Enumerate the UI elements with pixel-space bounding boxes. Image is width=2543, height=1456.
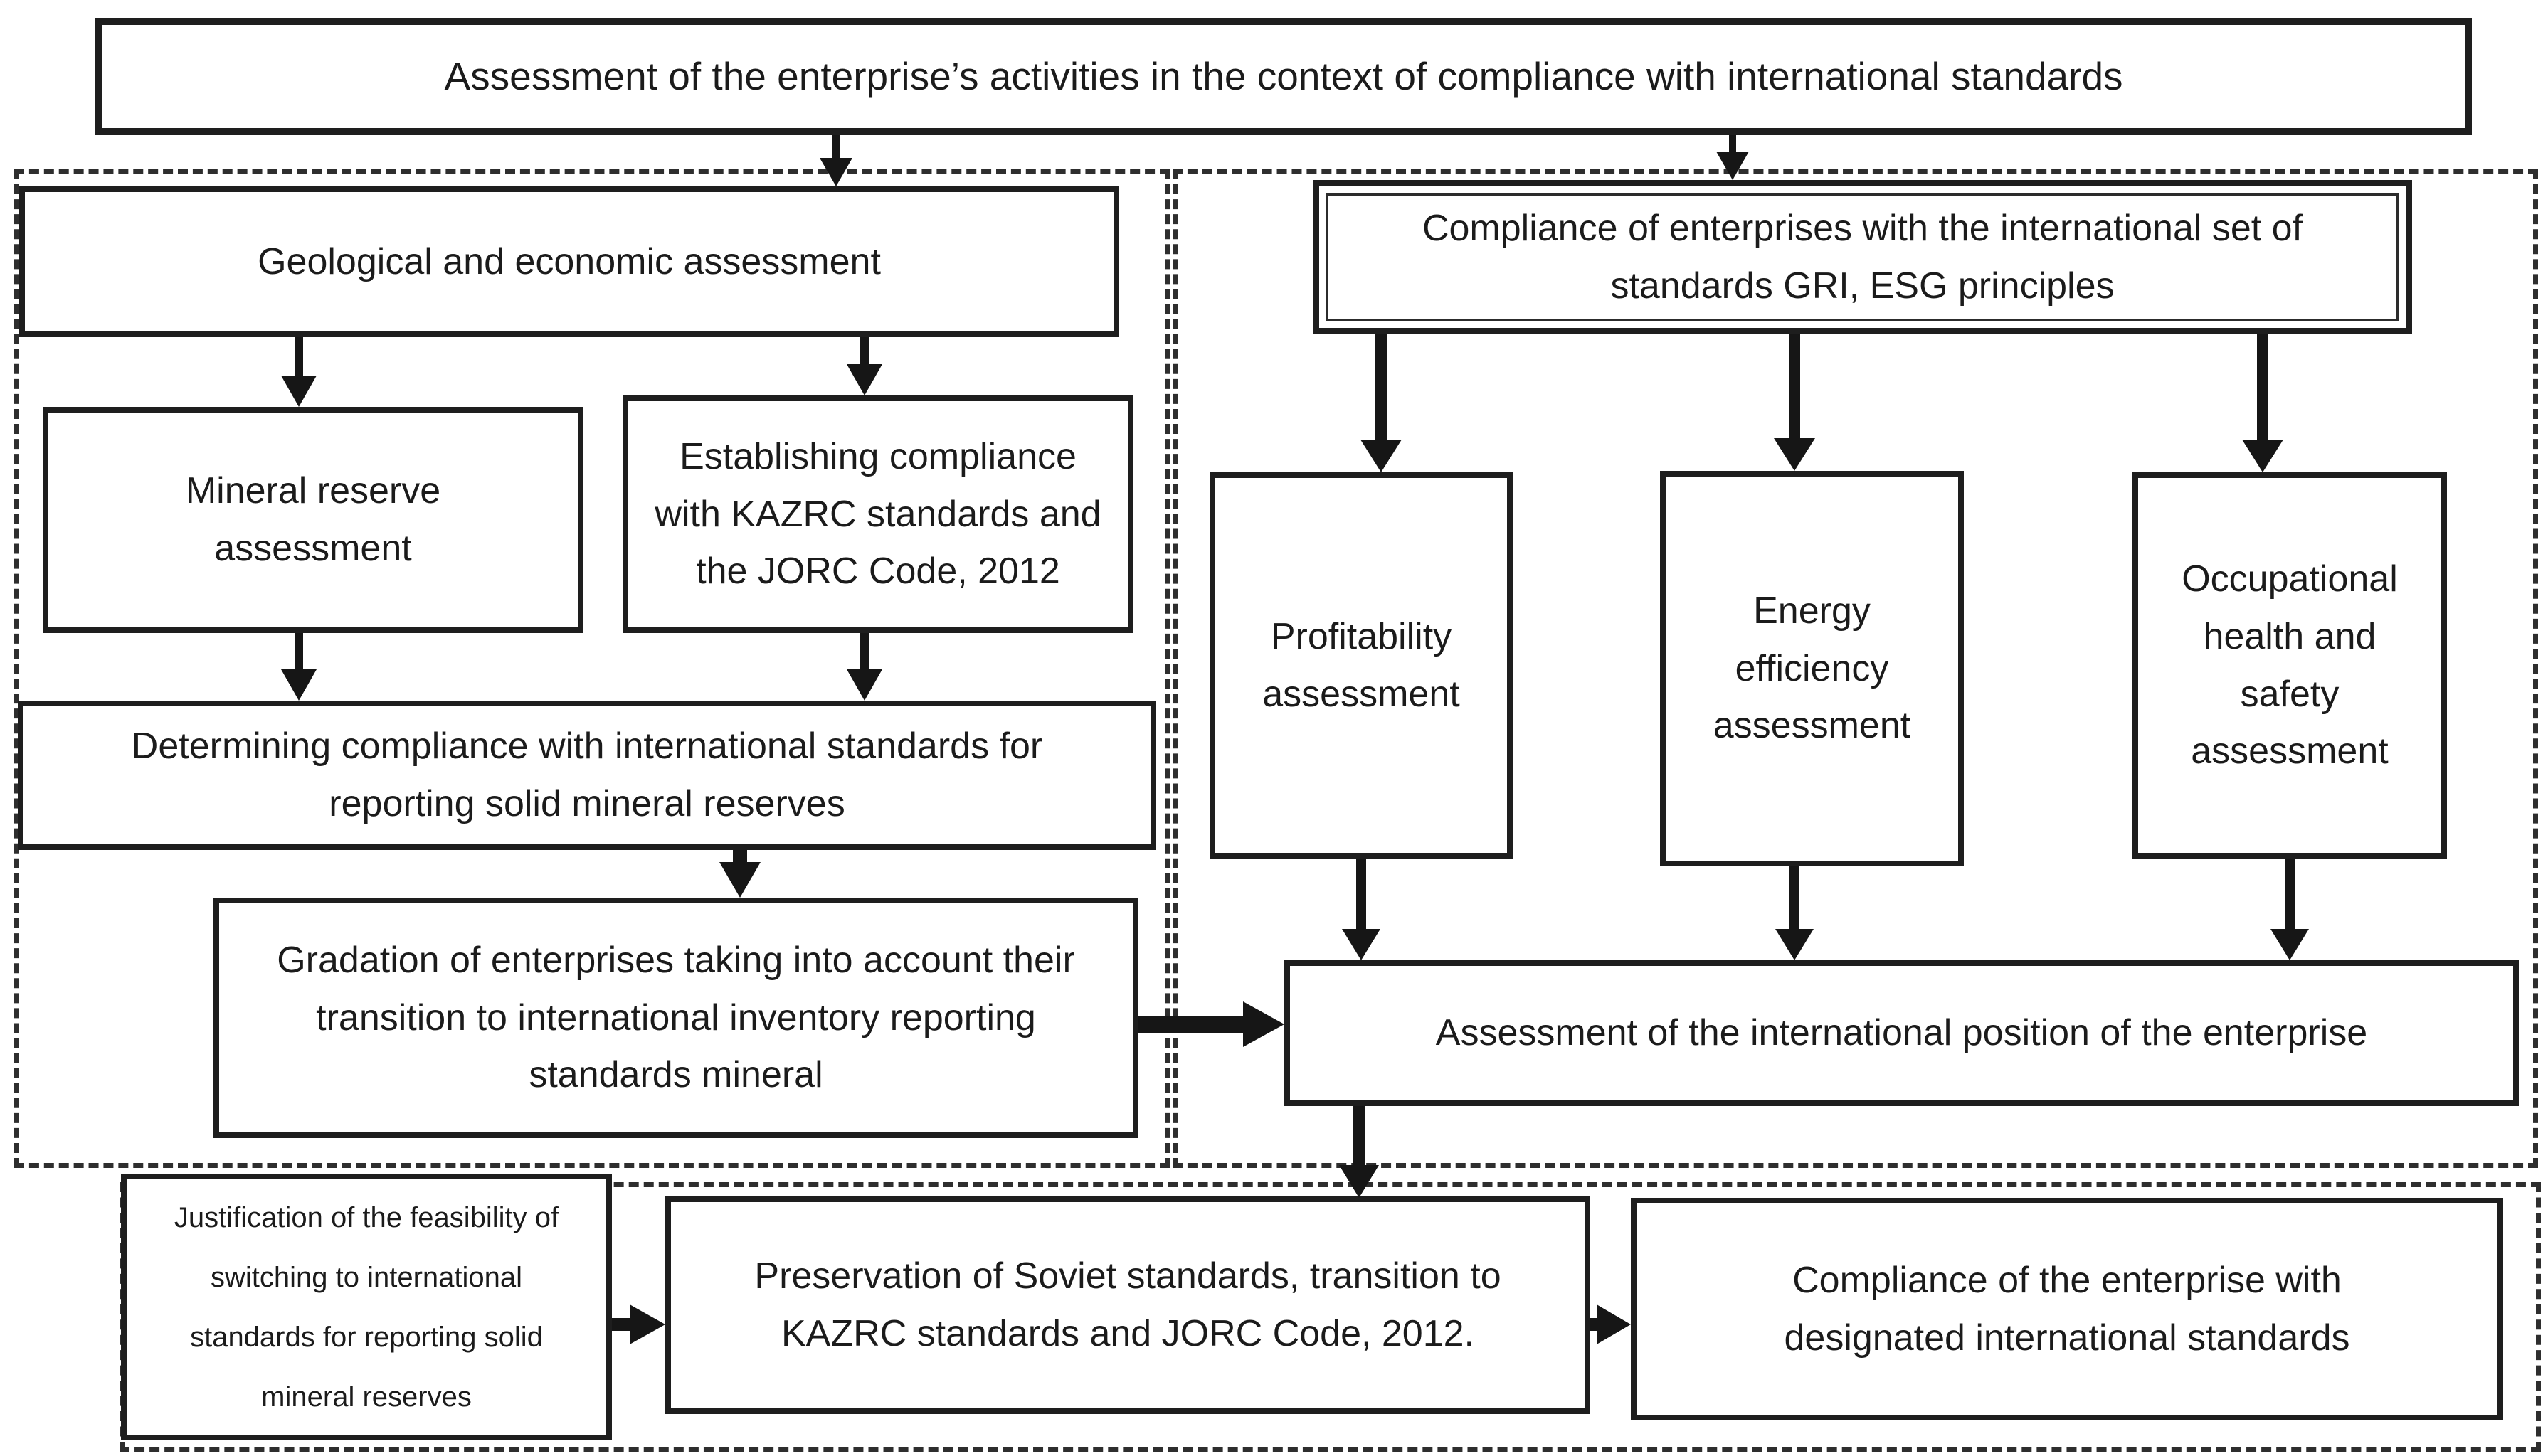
node-mineral-reserve-assessment-label: Mineral reserve assessment: [185, 470, 441, 569]
node-mineral-reserve-assessment: Mineral reserve assessment: [43, 407, 583, 633]
arrow-head-icon: [2270, 929, 2309, 960]
arrow-justification-to-preservation: [612, 1304, 665, 1344]
node-energy-efficiency-assessment: Energy efficiency assessment: [1660, 471, 1964, 866]
node-determining-compliance: Determining compliance with internationa…: [18, 701, 1156, 850]
arrow-shaft: [860, 337, 869, 364]
arrow-shaft: [295, 337, 303, 376]
node-geological-economic-assessment-label: Geological and economic assessment: [258, 240, 881, 282]
right-branch-container: [1173, 169, 2538, 1168]
arrow-shaft: [1729, 135, 1736, 152]
node-gradation-of-enterprises-label: Gradation of enterprises taking into acc…: [277, 940, 1075, 1096]
arrow-mineral-to-determining: [281, 633, 317, 701]
arrow-energy-to-position: [1775, 866, 1814, 960]
node-justification-feasibility-label: Justification of the feasibility of swit…: [174, 1201, 559, 1413]
arrow-head-icon: [630, 1304, 665, 1344]
arrow-title-to-gri: [1716, 135, 1749, 180]
node-energy-efficiency-assessment-label: Energy efficiency assessment: [1713, 590, 1911, 747]
arrow-geological-to-establishing: [847, 337, 882, 395]
arrow-title-to-geological: [820, 135, 852, 186]
node-profitability-assessment: Profitability assessment: [1210, 472, 1513, 859]
node-international-position-assessment: Assessment of the international position…: [1284, 960, 2519, 1106]
arrow-shaft: [1789, 866, 1799, 929]
node-gri-esg-compliance: Compliance of enterprises with the inter…: [1313, 180, 2412, 334]
arrow-head-icon: [1597, 1304, 1631, 1344]
arrow-gri-to-occupational: [2242, 334, 2283, 472]
node-title-assessment: Assessment of the enterprise’s activitie…: [95, 18, 2472, 135]
arrow-determining-to-gradation: [719, 850, 761, 898]
node-gradation-of-enterprises: Gradation of enterprises taking into acc…: [213, 898, 1138, 1138]
node-title-assessment-label: Assessment of the enterprise’s activitie…: [444, 53, 2123, 98]
arrow-head-icon: [1716, 152, 1749, 180]
arrow-shaft: [1356, 859, 1366, 929]
node-determining-compliance-label: Determining compliance with internationa…: [131, 726, 1043, 824]
arrow-head-icon: [281, 669, 317, 701]
arrow-shaft: [860, 633, 869, 669]
node-geological-economic-assessment: Geological and economic assessment: [19, 186, 1119, 337]
arrow-head-icon: [1775, 929, 1814, 960]
left-branch-container: [14, 169, 1170, 1168]
arrow-occupational-to-position: [2270, 859, 2309, 960]
arrow-head-icon: [847, 364, 882, 395]
node-establishing-kazrc-jorc-label: Establishing compliance with KAZRC stand…: [655, 436, 1101, 593]
node-establishing-kazrc-jorc: Establishing compliance with KAZRC stand…: [623, 395, 1133, 633]
node-gri-esg-compliance-label: Compliance of enterprises with the inter…: [1422, 207, 2303, 307]
arrow-shaft: [2257, 334, 2268, 440]
arrow-head-icon: [1774, 438, 1815, 471]
arrow-gri-to-profitability: [1360, 334, 1402, 472]
arrow-head-icon: [820, 158, 852, 186]
arrow-head-icon: [1360, 440, 1402, 472]
node-justification-feasibility: Justification of the feasibility of swit…: [121, 1174, 612, 1440]
arrow-head-icon: [847, 669, 882, 701]
arrow-shaft: [2285, 859, 2295, 929]
arrow-shaft: [1353, 1106, 1365, 1165]
arrow-geological-to-mineral: [281, 337, 317, 407]
arrow-head-icon: [2242, 440, 2283, 472]
arrow-shaft: [1138, 1016, 1243, 1033]
arrow-shaft: [612, 1318, 630, 1331]
arrow-gradation-to-position: [1138, 1001, 1284, 1047]
arrow-shaft: [1590, 1318, 1597, 1331]
arrow-head-icon: [1342, 929, 1380, 960]
arrow-shaft: [832, 135, 840, 158]
node-preservation-soviet-standards-label: Preservation of Soviet standards, transi…: [754, 1255, 1501, 1354]
arrow-position-to-preservation: [1339, 1106, 1379, 1198]
arrow-gri-to-energy: [1774, 334, 1815, 471]
node-preservation-soviet-standards: Preservation of Soviet standards, transi…: [665, 1196, 1590, 1414]
arrow-head-icon: [1339, 1165, 1379, 1198]
node-occupational-health-safety: Occupational health and safety assessmen…: [2132, 472, 2447, 859]
arrow-shaft: [295, 633, 303, 669]
arrow-head-icon: [719, 862, 761, 898]
node-compliance-designated-standards: Compliance of the enterprise with design…: [1631, 1198, 2503, 1420]
node-international-position-assessment-label: Assessment of the international position…: [1435, 1012, 2368, 1054]
arrow-shaft: [733, 850, 747, 862]
node-profitability-assessment-label: Profitability assessment: [1262, 615, 1460, 715]
arrow-head-icon: [281, 376, 317, 407]
arrow-shaft: [1375, 334, 1387, 440]
node-compliance-designated-standards-label: Compliance of the enterprise with design…: [1784, 1259, 2350, 1359]
arrow-head-icon: [1243, 1001, 1284, 1047]
arrow-shaft: [1789, 334, 1800, 438]
arrow-profitability-to-position: [1342, 859, 1380, 960]
node-occupational-health-safety-label: Occupational health and safety assessmen…: [2182, 558, 2398, 772]
arrow-preservation-to-compliance: [1590, 1304, 1631, 1344]
arrow-establishing-to-determining: [847, 633, 882, 701]
